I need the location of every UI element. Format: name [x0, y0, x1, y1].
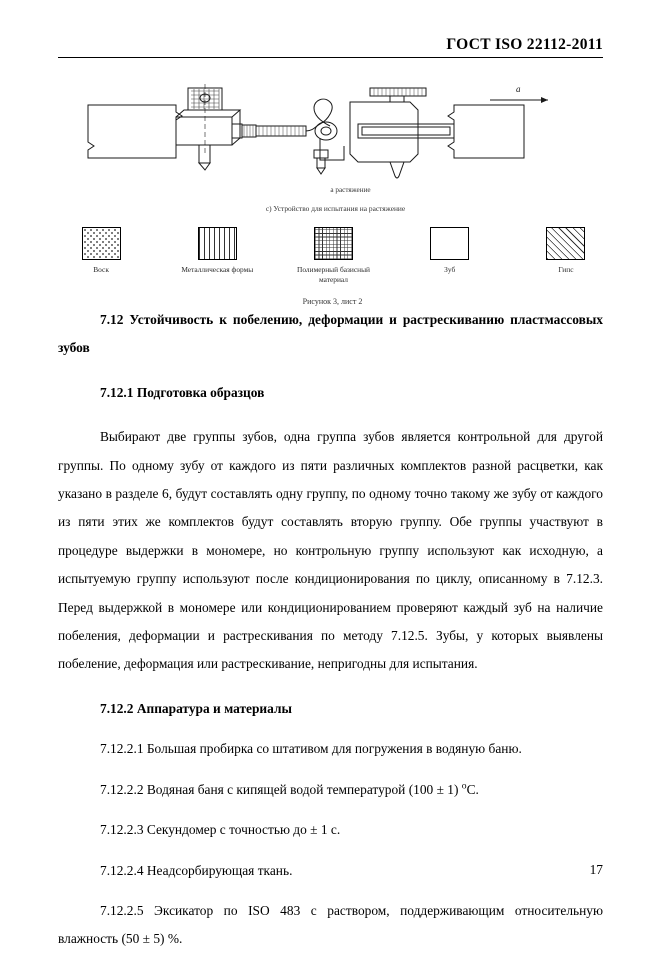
document-body: 7.12 Устойчивость к побелению, деформаци…	[58, 306, 603, 954]
legend-label-gypsum: Гипс	[558, 265, 574, 274]
header-divider	[58, 57, 603, 58]
legend-item-gypsum: Гипс	[529, 227, 603, 285]
heading-7-12-1: 7.12.1 Подготовка образцов	[100, 384, 265, 400]
wax-pattern-swatch	[81, 227, 121, 260]
item-7-12-2-2: 7.12.2.2 Водяная баня с кипящей водой те…	[58, 764, 603, 804]
figure-caption-a: а растяжение	[330, 186, 371, 194]
polymer-pattern-swatch	[314, 227, 353, 260]
legend-item-metal-mold: Металлическая формы	[180, 227, 254, 285]
arrow-label-a: a	[516, 84, 521, 94]
item-7-12-2-1: 7.12.2.1 Большая пробирка со штативом дл…	[100, 741, 522, 757]
legend-label-wax: Воск	[93, 265, 109, 274]
legend-label-polymer-base: Полимерный базисный материал	[296, 265, 371, 284]
figure-number: Рисунок 3, лист 2	[302, 296, 363, 306]
tooth-pattern-swatch	[430, 227, 470, 260]
metal-pattern-swatch	[197, 227, 237, 260]
tensile-test-apparatus-diagram: a	[58, 72, 603, 184]
heading-7-12-2: 7.12.2 Аппаратура и материалы	[100, 700, 292, 716]
degree-symbol: o	[461, 780, 467, 792]
legend-label-metal-mold: Металлическая формы	[181, 265, 254, 274]
legend-label-tooth: Зуб	[444, 265, 456, 274]
figure-caption-c: с) Устройство для испытания на растяжени…	[265, 204, 406, 213]
item-7-12-2-2-text: 7.12.2.2 Водяная баня с кипящей водой те…	[100, 781, 462, 797]
legend-item-tooth: Зуб	[413, 227, 487, 285]
page-title: ГОСТ ISO 22112-2011	[446, 36, 603, 53]
page-number: 17	[589, 862, 603, 877]
item-7-12-2-2-unit: C.	[466, 781, 479, 797]
item-7-12-2-3: 7.12.2.3 Секундомер с точностью до ± 1 с…	[100, 822, 341, 838]
item-7-12-2-5: 7.12.2.5 Эксикатор по ISO 483 с растворо…	[58, 902, 603, 947]
gypsum-pattern-swatch	[546, 227, 586, 260]
figure-3-sheet-2: a а растяжение с) Устройство для испытан…	[58, 72, 603, 306]
heading-7-12: 7.12 Устойчивость к побелению, деформаци…	[58, 312, 603, 356]
figure-legend: Воск Металлическая формы Полимерный бази…	[58, 227, 603, 285]
legend-item-wax: Воск	[64, 227, 138, 285]
paragraph-sample-preparation: Выбирают две группы зубов, одна группа з…	[58, 429, 603, 672]
legend-item-polymer-base: Полимерный базисный материал	[296, 227, 370, 285]
item-7-12-2-4: 7.12.2.4 Неадсорбирующая ткань.	[100, 862, 293, 878]
